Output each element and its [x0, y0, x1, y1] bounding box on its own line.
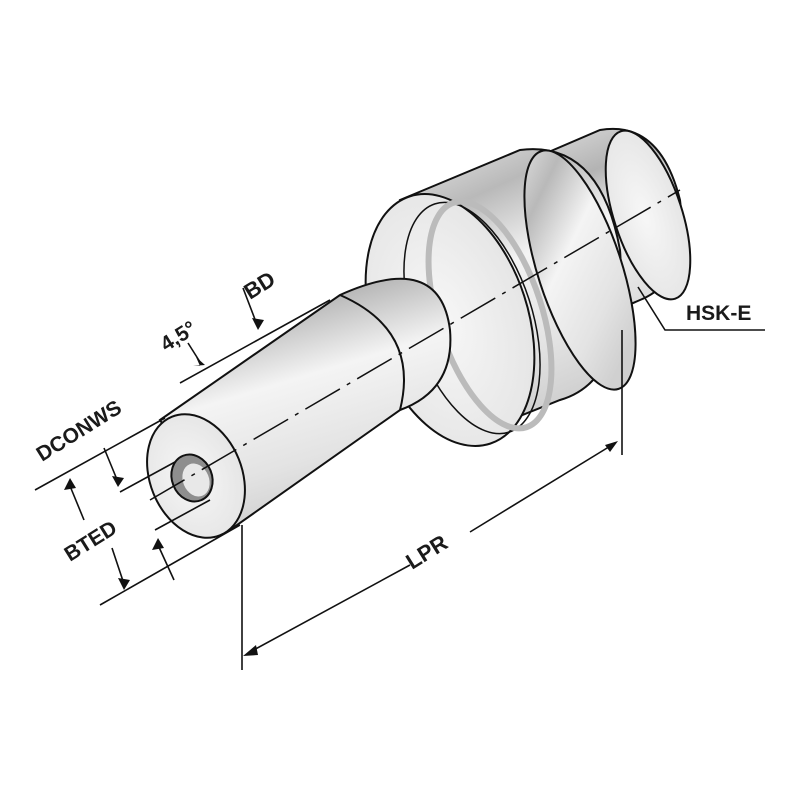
center-axis	[149, 189, 681, 501]
label-bd: BD	[239, 266, 279, 304]
arrow-shafts	[69, 287, 257, 585]
dimension-lines	[34, 286, 765, 670]
front-face	[146, 413, 246, 539]
label-dconws: DCONWS	[32, 396, 125, 466]
label-angle: 4,5°	[156, 317, 200, 356]
label-lpr: LPR	[401, 530, 452, 575]
label-hsk-e: HSK-E	[686, 302, 751, 325]
label-bted: BTED	[60, 516, 121, 566]
